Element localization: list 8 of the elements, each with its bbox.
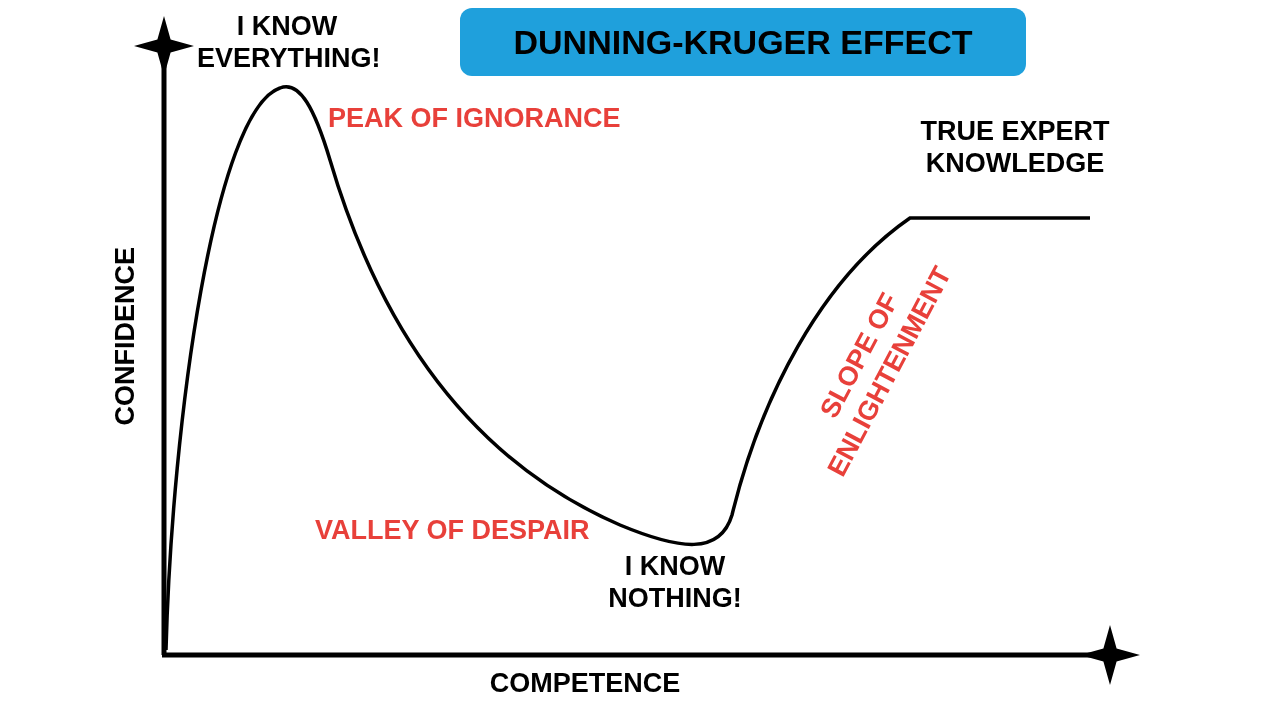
title-banner: DUNNING-KRUGER EFFECT (460, 8, 1026, 76)
annotation-text: TRUE EXPERT KNOWLEDGE (919, 115, 1111, 180)
annotation-text: I KNOW EVERYTHING! (197, 10, 377, 75)
axis-label: CONFIDENCE (108, 245, 141, 428)
axis-label: COMPETENCE (488, 667, 682, 700)
annotation-text: I KNOW NOTHING! (607, 550, 743, 615)
stage-label: PEAK OF IGNORANCE (328, 102, 622, 135)
stage-label: VALLEY OF DESPAIR (315, 514, 591, 547)
